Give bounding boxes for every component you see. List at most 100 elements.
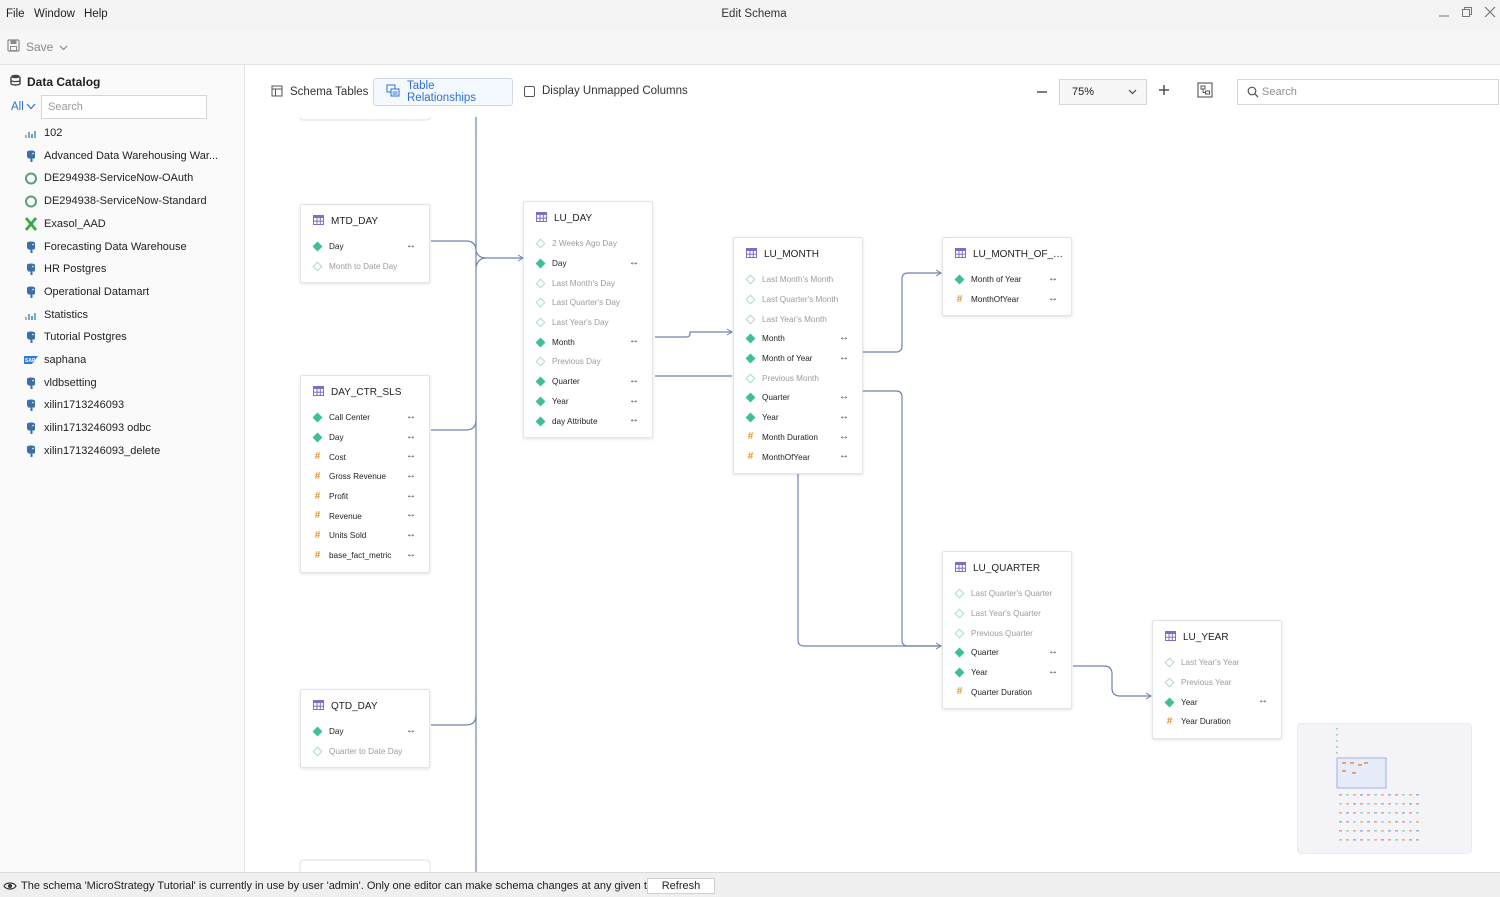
table-column[interactable]: Quarter↔	[943, 643, 1071, 663]
table-column[interactable]: #Year Duration	[1153, 712, 1281, 732]
tab-schema-tables[interactable]: Schema Tables	[259, 78, 380, 106]
relationship-line[interactable]	[797, 466, 941, 647]
table-column[interactable]: Last Year's Day	[524, 313, 652, 333]
table-column[interactable]: Month of Year↔	[943, 270, 1071, 290]
link-arrows-icon[interactable]: ↔	[629, 374, 639, 386]
zoom-select[interactable]: 75%	[1059, 79, 1147, 105]
table-column[interactable]: Year↔	[734, 408, 862, 428]
relationship-line[interactable]	[863, 390, 941, 647]
table-column[interactable]: Year↔	[524, 392, 652, 412]
table-card-header[interactable]: LU_MONTH	[734, 238, 862, 270]
table-card[interactable]: LU_MONTH_OF_YE...Month of Year↔#MonthOfY…	[942, 237, 1072, 317]
table-column[interactable]: day Attribute↔	[524, 411, 652, 431]
link-arrows-icon[interactable]: ↔	[406, 450, 416, 462]
table-column[interactable]: Previous Month	[734, 368, 862, 388]
table-column[interactable]: Quarter↔	[524, 372, 652, 392]
relationship-line[interactable]	[863, 272, 941, 353]
table-column[interactable]: 2 Weeks Ago Day	[524, 234, 652, 254]
catalog-item[interactable]: DE294938-ServiceNow-OAuth	[24, 168, 239, 188]
close-icon[interactable]	[1482, 6, 1498, 21]
table-column[interactable]: Last Month's Day	[524, 273, 652, 293]
link-arrows-icon[interactable]: ↔	[1048, 665, 1058, 677]
table-card-header[interactable]: MTD_DAY	[301, 205, 429, 237]
table-column[interactable]: Day↔	[301, 722, 429, 742]
table-card-header[interactable]: LU_QUARTER	[943, 552, 1071, 584]
minimap[interactable]	[1297, 723, 1472, 854]
diagram-search-input[interactable]	[1262, 83, 1492, 101]
catalog-item[interactable]: Statistics	[24, 305, 239, 325]
minimize-icon[interactable]	[1436, 6, 1452, 21]
link-arrows-icon[interactable]: ↔	[839, 410, 849, 422]
catalog-item[interactable]: HR Postgres	[24, 259, 239, 279]
table-card-header[interactable]: QTD_DAY	[301, 690, 429, 722]
link-arrows-icon[interactable]: ↔	[629, 394, 639, 406]
table-column[interactable]: #Quarter Duration	[943, 682, 1071, 702]
table-column[interactable]: Year↔	[943, 663, 1071, 683]
table-column[interactable]: Month↔	[734, 329, 862, 349]
table-column[interactable]: #Revenue↔	[301, 506, 429, 526]
relationship-line[interactable]	[431, 419, 477, 431]
menu-file[interactable]: File	[6, 8, 25, 20]
link-arrows-icon[interactable]: ↔	[406, 548, 416, 560]
table-column[interactable]: Last Quarter's Quarter	[943, 584, 1071, 604]
table-column[interactable]: Last Quarter's Day	[524, 293, 652, 313]
table-column[interactable]: Day↔	[524, 254, 652, 274]
restore-icon[interactable]	[1459, 6, 1475, 21]
table-card-header[interactable]: DAY_CTR_SLS	[301, 376, 429, 408]
relationship-line[interactable]	[1073, 665, 1151, 697]
table-column[interactable]: Year↔	[1153, 692, 1281, 712]
table-column[interactable]: Quarter to Date Day	[301, 742, 429, 762]
catalog-item[interactable]: Operational Datamart	[24, 282, 239, 302]
link-arrows-icon[interactable]: ↔	[629, 414, 639, 426]
table-column[interactable]: #Profit↔	[301, 487, 429, 507]
table-column[interactable]: #Cost↔	[301, 447, 429, 467]
table-column[interactable]: Month↔	[524, 332, 652, 352]
link-arrows-icon[interactable]: ↔	[406, 725, 416, 736]
table-column[interactable]: Last Year's Quarter	[943, 604, 1071, 624]
link-arrows-icon[interactable]: ↔	[629, 256, 639, 268]
table-column[interactable]: #MonthOfYear↔	[734, 447, 862, 467]
table-column[interactable]: Previous Day	[524, 352, 652, 372]
link-arrows-icon[interactable]: ↔	[1048, 646, 1058, 658]
catalog-item[interactable]: DE294938-ServiceNow-Standard	[24, 191, 239, 211]
table-column[interactable]: #MonthOfYear↔	[943, 290, 1071, 310]
relationship-line[interactable]	[431, 714, 477, 726]
table-card-header[interactable]: LU_MONTH_OF_YE...	[943, 238, 1071, 270]
table-column[interactable]: #base_fact_metric↔	[301, 546, 429, 566]
table-column[interactable]: #Gross Revenue↔	[301, 467, 429, 487]
link-arrows-icon[interactable]: ↔	[839, 391, 849, 403]
table-column[interactable]: Last Month's Month	[734, 270, 862, 290]
catalog-item[interactable]: xilin1713246093_delete	[24, 441, 239, 461]
table-card-header[interactable]: LU_YEAR	[1153, 621, 1281, 653]
table-column[interactable]: Day↔	[301, 428, 429, 448]
tab-table-relationships[interactable]: Table Relationships	[373, 78, 513, 106]
catalog-filter-dropdown[interactable]: All	[11, 101, 36, 113]
zoom-out-button[interactable]	[1032, 82, 1052, 103]
catalog-item[interactable]: Tutorial Postgres	[24, 327, 239, 347]
checkbox-icon[interactable]	[524, 85, 535, 97]
table-column[interactable]: Previous Quarter	[943, 623, 1071, 643]
menu-help[interactable]: Help	[84, 8, 108, 20]
link-arrows-icon[interactable]: ↔	[406, 430, 416, 442]
diagram-search-box[interactable]	[1237, 79, 1499, 105]
menu-window[interactable]: Window	[34, 8, 75, 20]
table-column[interactable]: Last Year's Year	[1153, 653, 1281, 673]
link-arrows-icon[interactable]: ↔	[406, 470, 416, 482]
table-card-header[interactable]: LU_DAY	[524, 202, 652, 234]
zoom-in-button[interactable]	[1154, 80, 1174, 101]
link-arrows-icon[interactable]: ↔	[1258, 695, 1268, 707]
link-arrows-icon[interactable]: ↔	[629, 335, 639, 347]
link-arrows-icon[interactable]: ↔	[839, 430, 849, 442]
link-arrows-icon[interactable]: ↔	[406, 509, 416, 521]
catalog-item[interactable]: Exasol_AAD	[24, 214, 239, 234]
relationship-line[interactable]	[431, 240, 477, 252]
link-arrows-icon[interactable]: ↔	[839, 450, 849, 462]
display-unmapped-checkbox[interactable]: Display Unmapped Columns	[524, 85, 688, 97]
catalog-item[interactable]: vldbsetting	[24, 373, 239, 393]
refresh-button[interactable]: Refresh	[647, 878, 715, 894]
